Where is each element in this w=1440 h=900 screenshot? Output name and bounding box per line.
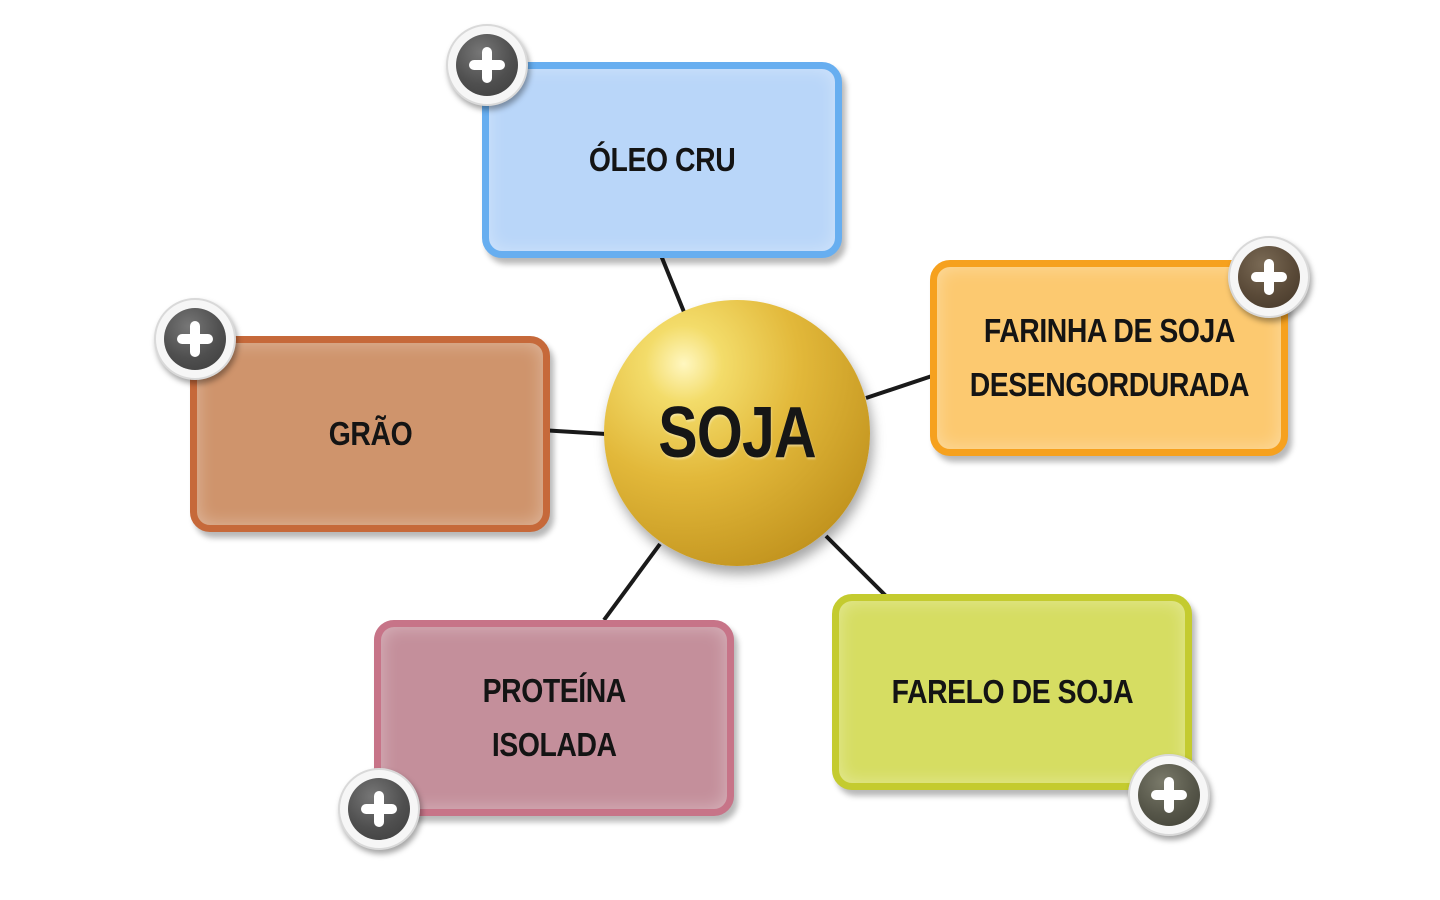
expand-grao-plus-icon[interactable] <box>154 298 236 380</box>
connector-oleo-cru <box>656 247 686 313</box>
expand-oleo-cru-plus-icon[interactable] <box>446 24 528 106</box>
node-proteina-label: PROTEÍNA ISOLADA <box>482 672 626 763</box>
center-label: SOJA <box>658 393 816 473</box>
node-proteina-isolada[interactable]: PROTEÍNA ISOLADA <box>374 620 734 816</box>
node-grao-label: GRÃO <box>328 415 412 452</box>
connector-grao <box>539 428 607 436</box>
node-oleo-cru[interactable]: ÓLEO CRU <box>482 62 842 258</box>
connector-proteina <box>602 542 662 622</box>
expand-farelo-plus-icon[interactable] <box>1128 754 1210 836</box>
node-farinha-de-soja[interactable]: FARINHA DE SOJA DESENGORDURADA <box>930 260 1288 456</box>
center-node-soja: SOJA <box>604 300 870 566</box>
node-oleo-cru-label: ÓLEO CRU <box>588 141 736 178</box>
node-grao[interactable]: GRÃO <box>190 336 550 532</box>
connector-farelo <box>824 534 890 600</box>
node-farelo-label: FARELO DE SOJA <box>891 673 1133 710</box>
connector-farinha <box>865 374 933 400</box>
expand-proteina-plus-icon[interactable] <box>338 768 420 850</box>
expand-farinha-plus-icon[interactable] <box>1228 236 1310 318</box>
node-farelo-de-soja[interactable]: FARELO DE SOJA <box>832 594 1192 790</box>
node-farinha-label: FARINHA DE SOJA DESENGORDURADA <box>969 312 1249 403</box>
